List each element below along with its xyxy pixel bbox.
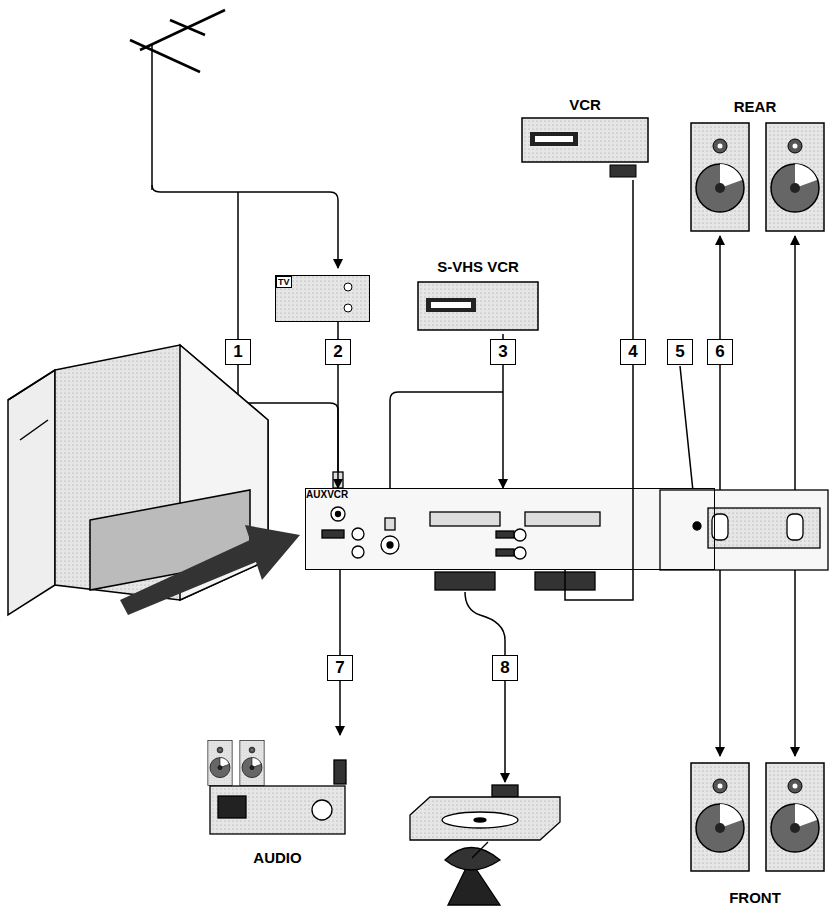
callout-number: 5 xyxy=(667,339,693,365)
surround-amplifier xyxy=(660,490,828,570)
antenna-lines xyxy=(152,185,795,782)
speaker-group: FRONT xyxy=(683,755,827,907)
speaker-group: REAR xyxy=(683,98,827,240)
svhs-vcr xyxy=(418,282,538,330)
vcr xyxy=(522,118,648,177)
direction-arrow xyxy=(120,525,300,615)
node-label: AUDIO xyxy=(253,849,301,867)
satellite-receiver xyxy=(410,785,560,905)
panel-jacks xyxy=(322,472,600,590)
node-label: TV xyxy=(276,276,292,288)
tuner-box: TV xyxy=(275,275,370,322)
node-label: AUX xyxy=(306,489,327,500)
device-box: S-VHS VCR xyxy=(412,258,544,334)
antenna xyxy=(130,10,225,190)
node-label: VCR xyxy=(327,489,348,500)
node-label: REAR xyxy=(734,98,777,116)
callout-number: 1 xyxy=(225,339,251,365)
tv-set xyxy=(8,345,268,615)
cable xyxy=(565,180,633,600)
callout-number: 3 xyxy=(490,339,516,365)
callout-number: 8 xyxy=(492,655,518,681)
node-label: S-VHS VCR xyxy=(437,258,519,276)
cable xyxy=(339,570,341,735)
callout-number: 2 xyxy=(325,339,351,365)
node-label: FRONT xyxy=(729,889,781,907)
audio-system xyxy=(208,740,346,834)
device-box: VCR xyxy=(518,96,652,180)
callout-number: 7 xyxy=(327,655,353,681)
callout-number: 6 xyxy=(707,339,733,365)
connector-panel: AUXVCR xyxy=(305,488,715,570)
device-box: AUDIO xyxy=(200,735,355,867)
callout-number: 4 xyxy=(620,339,646,365)
node-label: VCR xyxy=(569,96,601,114)
